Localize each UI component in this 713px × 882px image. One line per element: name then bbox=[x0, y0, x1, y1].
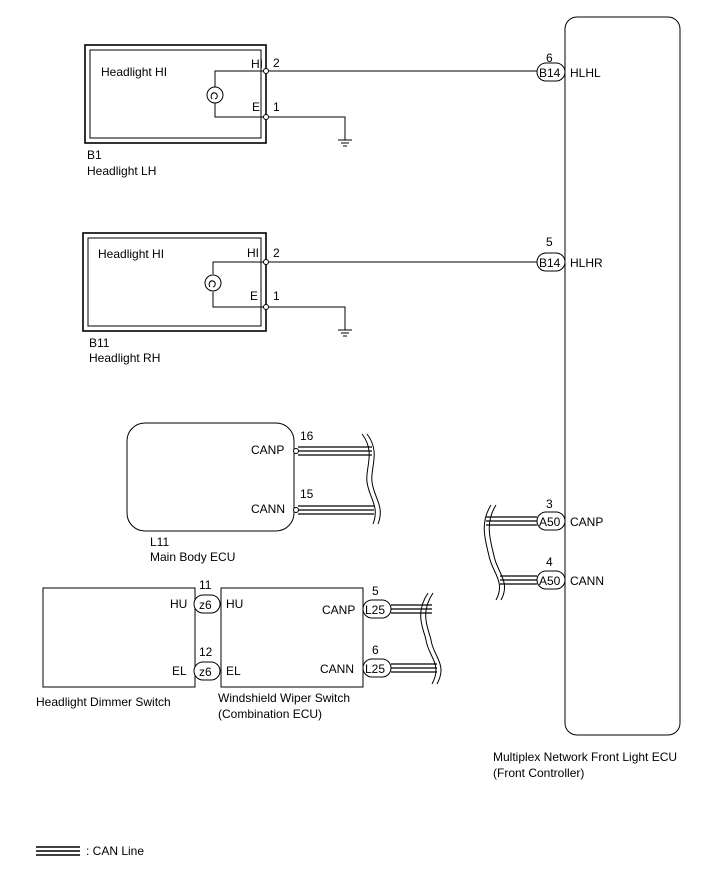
main-body-ecu-pin-canp-name: CANP bbox=[251, 443, 284, 457]
headlight-lh-inner-box bbox=[89, 49, 262, 139]
can-line-legend-icon bbox=[36, 846, 80, 856]
headlight-rh-pin-hi-number: 2 bbox=[273, 246, 280, 260]
ground-lh-icon bbox=[269, 116, 352, 147]
can-line-wiper-cann bbox=[391, 663, 437, 673]
wiper-switch-pin-el-name: EL bbox=[226, 664, 241, 678]
ground-rh-icon bbox=[269, 306, 352, 337]
headlight-rh-internal-wire-e bbox=[212, 292, 266, 308]
wiper-switch-canp-connector-label: L25 bbox=[365, 603, 385, 617]
wire-break-wiper-icon bbox=[420, 592, 442, 685]
dimmer-switch-pin-hu-name: HU bbox=[170, 597, 187, 611]
headlight-rh-pin-hi-name: HI bbox=[247, 246, 259, 260]
main-body-ecu-box bbox=[126, 422, 295, 532]
front-light-ecu-hlhl-connector bbox=[536, 62, 566, 82]
can-line-front-light-cann bbox=[500, 575, 537, 585]
wiper-switch-pin-canp-number: 5 bbox=[372, 584, 379, 598]
headlight-lh-outer-box bbox=[84, 44, 267, 144]
main-body-ecu-pin-cann-number: 15 bbox=[300, 487, 314, 501]
front-light-ecu-pin-hlhr-number: 5 bbox=[546, 235, 553, 249]
wiper-switch: 11 z6 HU 12 z6 EL 5 L25 CANP 6 L25 CANN … bbox=[193, 578, 392, 721]
wiper-switch-cann-connector-label: L25 bbox=[365, 662, 385, 676]
wiper-switch-pin-cann-name: CANN bbox=[320, 662, 354, 676]
wiper-switch-pin-el-number: 12 bbox=[199, 645, 213, 659]
dimmer-switch-name: Headlight Dimmer Switch bbox=[36, 695, 171, 709]
headlight-lh-bulb-icon bbox=[206, 86, 224, 104]
front-light-ecu-name-line1: Multiplex Network Front Light ECU bbox=[493, 750, 677, 764]
can-line-wiper-canp bbox=[391, 604, 432, 614]
headlight-rh-pin-e-name: E bbox=[250, 289, 258, 303]
headlight-rh-bulb-icon bbox=[204, 274, 222, 292]
main-body-ecu-pin-canp-terminal bbox=[293, 448, 299, 454]
headlight-lh-pin-hi-name: HI bbox=[251, 57, 263, 71]
dimmer-switch-pin-el-name: EL bbox=[172, 664, 187, 678]
wiper-switch-pin-hu-name: HU bbox=[226, 597, 243, 611]
headlight-rh-inner-box bbox=[87, 237, 262, 327]
front-light-ecu-pin-hlhl-name: HLHL bbox=[570, 66, 601, 80]
wiper-switch-name-line2: (Combination ECU) bbox=[218, 707, 322, 721]
main-body-ecu-pin-canp-number: 16 bbox=[300, 429, 314, 443]
front-light-ecu-hlhr-connector bbox=[536, 252, 566, 272]
headlight-rh-code: B11 bbox=[89, 336, 110, 350]
wire-break-front-light-icon bbox=[483, 504, 506, 601]
headlight-rh-pin-hi-terminal bbox=[263, 259, 269, 265]
headlight-lh-pin-hi-number: 2 bbox=[273, 56, 280, 70]
can-line-main-body-cann bbox=[298, 505, 374, 515]
front-light-ecu-cann-connector-label: A50 bbox=[539, 574, 561, 588]
front-light-ecu-pin-cann-number: 4 bbox=[546, 555, 553, 569]
main-body-ecu-name: Main Body ECU bbox=[150, 550, 235, 564]
headlight-rh-pin-e-number: 1 bbox=[273, 289, 280, 303]
front-light-ecu-canp-connector-label: A50 bbox=[539, 515, 561, 529]
dimmer-switch: HU EL Headlight Dimmer Switch bbox=[36, 587, 196, 709]
front-light-ecu-hlhr-connector-label: B14 bbox=[539, 256, 561, 270]
wiper-switch-box bbox=[220, 587, 364, 688]
wiper-switch-hu-connector bbox=[193, 594, 221, 614]
can-line-front-light-canp bbox=[486, 516, 537, 526]
front-light-ecu-pin-hlhr-name: HLHR bbox=[570, 256, 603, 270]
main-body-ecu-code: L11 bbox=[150, 535, 169, 549]
wiper-switch-el-connector bbox=[193, 661, 221, 681]
headlight-lh-pin-hi-terminal bbox=[263, 68, 269, 74]
can-line-main-body-canp bbox=[298, 446, 372, 456]
headlight-rh-name: Headlight RH bbox=[89, 351, 160, 365]
headlight-rh-outer-box bbox=[82, 232, 267, 332]
headlight-lh-pin-e-terminal bbox=[263, 114, 269, 120]
main-body-ecu: CANP CANN 16 15 L11 Main Body ECU bbox=[126, 422, 314, 564]
headlight-lh-pin-e-name: E bbox=[252, 100, 260, 114]
main-body-ecu-pin-cann-name: CANN bbox=[251, 502, 285, 516]
legend-label: : CAN Line bbox=[86, 844, 144, 858]
main-body-ecu-pin-cann-terminal bbox=[293, 507, 299, 513]
headlight-rh-internal-wire-hi bbox=[212, 261, 266, 274]
front-light-ecu-hlhl-connector-label: B14 bbox=[539, 66, 561, 80]
legend: : CAN Line bbox=[36, 844, 144, 858]
front-light-ecu-pin-cann-name: CANN bbox=[570, 574, 604, 588]
front-light-ecu-pin-hlhl-number: 6 bbox=[546, 51, 553, 65]
wire-break-main-body-icon bbox=[361, 433, 381, 525]
wiper-switch-pin-cann-number: 6 bbox=[372, 643, 379, 657]
wiper-switch-hu-connector-label: z6 bbox=[199, 598, 212, 612]
headlight-lh-code: B1 bbox=[87, 148, 102, 162]
headlight-rh: Headlight HI HI E 2 1 B11 Headlight RH bbox=[82, 232, 280, 365]
wiper-switch-pin-hu-number: 11 bbox=[199, 578, 212, 592]
wiper-switch-name-line1: Windshield Wiper Switch bbox=[218, 691, 350, 705]
front-light-ecu-pin-canp-number: 3 bbox=[546, 497, 553, 511]
front-light-ecu-box bbox=[564, 16, 681, 736]
front-light-ecu-name-line2: (Front Controller) bbox=[493, 766, 584, 780]
front-light-ecu-pin-canp-name: CANP bbox=[570, 515, 603, 529]
headlight-rh-pin-e-terminal bbox=[263, 304, 269, 310]
wiper-switch-el-connector-label: z6 bbox=[199, 665, 212, 679]
headlight-lh-pin-e-number: 1 bbox=[273, 100, 280, 114]
dimmer-switch-box bbox=[42, 587, 196, 688]
headlight-lh-internal-wire-hi bbox=[214, 70, 266, 94]
wiper-switch-pin-canp-name: CANP bbox=[322, 603, 355, 617]
headlight-lh-inner-label: Headlight HI bbox=[101, 65, 167, 79]
headlight-lh-name: Headlight LH bbox=[87, 164, 156, 178]
headlight-lh: Headlight HI HI E 2 1 B1 Headlight LH bbox=[84, 44, 280, 178]
front-light-ecu: 6 B14 HLHL 5 B14 HLHR 3 A50 CANP 4 A50 C… bbox=[493, 16, 681, 780]
headlight-rh-inner-label: Headlight HI bbox=[98, 247, 164, 261]
